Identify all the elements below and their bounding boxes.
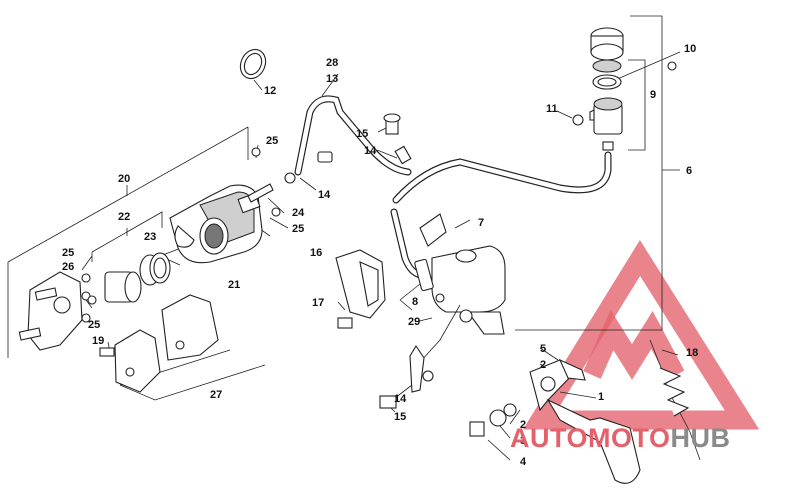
caliper-hardware [87,147,333,357]
callout-21: 21 [228,279,240,291]
banjo-fitting-lower [379,344,434,409]
snap-ring-12 [239,48,267,80]
callout-5: 5 [540,343,546,355]
callout-25-right-lower: 25 [292,223,304,235]
watermark-text-red: AUTOMOTO [510,423,671,453]
callout-6: 6 [686,165,692,177]
callout-16: 16 [310,247,322,259]
callout-22: 22 [118,211,130,223]
callout-11: 11 [546,103,558,115]
brake-pads [114,294,219,393]
callout-3: 3 [520,435,526,447]
callout-27: 27 [210,389,222,401]
callout-26: 26 [62,261,74,273]
callout-20: 20 [118,173,130,185]
callout-14-top: 14 [364,145,377,157]
brake-caliper [169,184,263,264]
callout-25-right-top: 25 [266,135,278,147]
brake-pedal [469,339,701,484]
callout-13: 13 [326,73,338,85]
callout-labels: 1 2 2 3 4 5 6 7 8 9 10 11 12 13 14 14 14… [62,43,698,468]
watermark-text-gray: HUB [671,423,731,453]
callout-10: 10 [684,43,696,55]
watermark-text: AUTOMOTOHUB [510,423,731,453]
callout-2-lower: 2 [520,419,526,431]
callout-17: 17 [312,297,324,309]
callout-24: 24 [292,207,305,219]
brake-hoses [294,95,612,279]
master-cylinder [414,213,506,363]
callout-15-top: 15 [356,128,368,140]
callout-12: 12 [264,85,276,97]
callout-29: 29 [408,316,420,328]
watermark-logo [522,240,760,430]
callout-14-mid: 14 [318,189,331,201]
callout-8: 8 [412,296,418,308]
callout-7: 7 [478,217,484,229]
mount-bracket-16 [335,249,386,329]
callout-19: 19 [92,335,104,347]
callout-2: 2 [540,359,546,371]
callout-25-left-top: 25 [62,247,74,259]
callout-23: 23 [144,231,156,243]
callout-15-lower: 15 [394,411,406,423]
callout-18: 18 [686,347,698,359]
callout-4: 4 [520,456,527,468]
callout-1: 1 [598,391,604,403]
callout-9: 9 [650,89,656,101]
banjo-fitting-top [383,113,412,165]
callout-28: 28 [326,57,338,69]
fluid-reservoir [572,27,677,151]
callout-14-lower: 14 [394,393,407,405]
caliper-bracket [18,271,91,351]
caliper-piston-parts [104,252,171,303]
callout-25-left-lower: 25 [88,319,100,331]
group-brackets [7,15,681,461]
